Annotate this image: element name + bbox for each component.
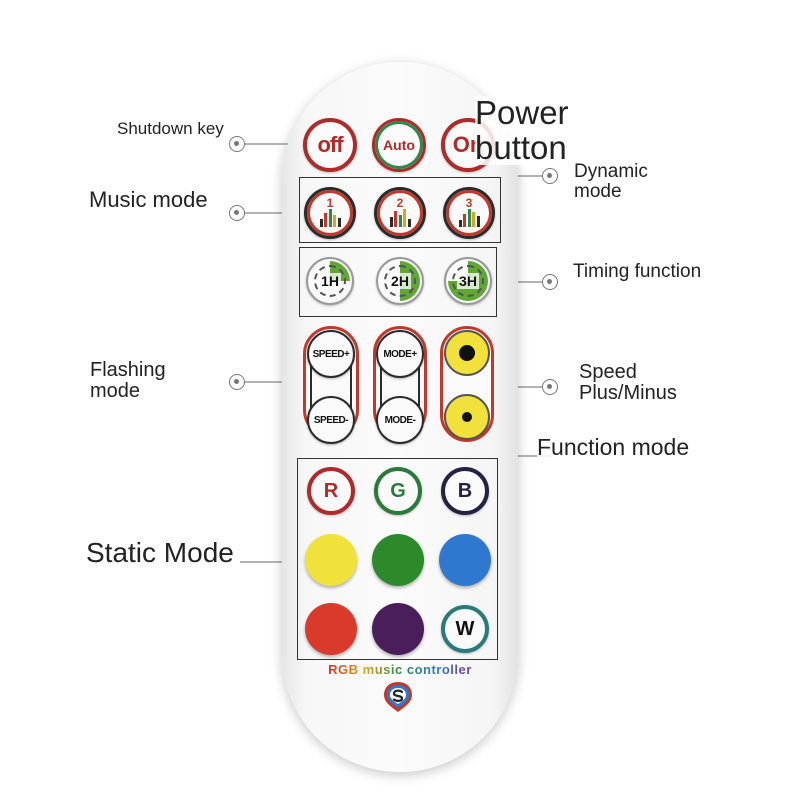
music-bars-icon [458,209,480,227]
blue-color-button[interactable] [439,534,491,586]
blue-letter-button[interactable]: B [441,467,489,515]
target-dot-icon [229,205,245,221]
timing-function-label: Timing function [573,261,702,282]
timer-3h-button[interactable]: 3H [444,257,492,305]
s-logo-icon [384,682,412,712]
music-bars-icon [319,209,341,227]
dynamic-mode-label: Dynamic mode [574,161,648,202]
target-dot-icon [229,374,245,390]
green-letter-button[interactable]: G [374,467,422,515]
red-color-button[interactable] [305,603,357,655]
sun-icon [459,345,475,361]
green-color-button[interactable] [372,534,424,586]
target-dot-icon [542,274,558,290]
target-dot-icon [542,168,558,184]
flashing-mode-label: Flashing mode [90,359,166,402]
target-dot-icon [542,379,558,395]
target-dot-icon [229,136,245,152]
music-mode-1-button[interactable]: 1 [304,187,356,239]
mode-minus-button[interactable]: MODE- [376,396,424,444]
power-button-label: Power button [475,94,569,166]
timer-1h-button[interactable]: 1H [306,257,354,305]
brightness-down-button[interactable] [444,394,490,440]
music-mode-group [299,177,501,243]
white-letter-button[interactable]: W [441,605,489,653]
speed-plus-minus-label: Speed Plus/Minus [579,361,677,404]
speed-plus-button[interactable]: SPEED+ [307,330,355,378]
purple-color-button[interactable] [372,603,424,655]
brightness-up-button[interactable] [444,330,490,376]
function-mode-label: Function mode [537,434,690,460]
music-mode-3-button[interactable]: 3 [443,187,495,239]
music-bars-icon [389,209,411,227]
static-mode-label: Static Mode [86,537,234,568]
music-mode-2-button[interactable]: 2 [374,187,426,239]
timing-group [299,247,497,317]
mode-plus-button[interactable]: MODE+ [376,330,424,378]
static-mode-group [297,458,498,660]
timer-2h-button[interactable]: 2H [376,257,424,305]
shutdown-key-label: Shutdown key [117,119,224,138]
yellow-color-button[interactable] [305,534,357,586]
sun-icon [462,412,472,422]
speed-minus-button[interactable]: SPEED- [307,396,355,444]
music-mode-label: Music mode [89,187,208,212]
brand-text: RGB music controller [328,662,472,677]
red-letter-button[interactable]: R [307,467,355,515]
off-button[interactable]: off [303,118,357,172]
auto-button[interactable]: Auto [372,118,426,172]
